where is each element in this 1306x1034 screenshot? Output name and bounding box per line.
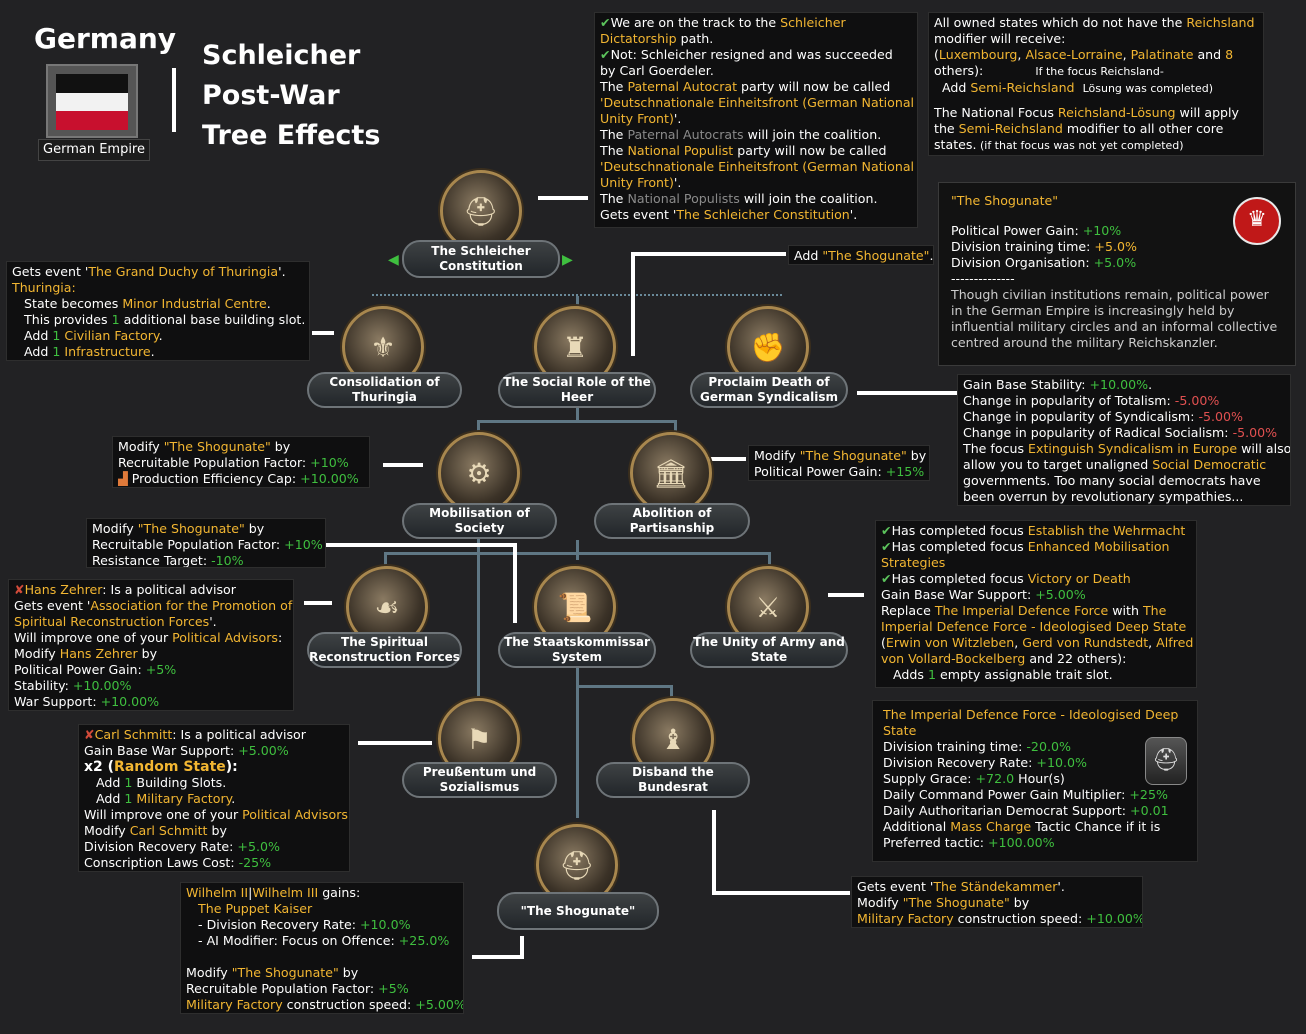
focus-abolition-of-partisanship[interactable]: Abolition of Partisanship — [594, 503, 750, 539]
connector — [383, 463, 423, 467]
cross-icon: ✘ — [14, 582, 25, 597]
focus-spiritual-reconstruction[interactable]: The Spiritual Reconstruction Forces — [307, 632, 462, 668]
tooltip-hans-zehrer: ✘Hans Zehrer: Is a political advisor Get… — [8, 579, 294, 711]
tooltip-bundesrat: Gets event 'The Ständekammer'. Modify "T… — [851, 876, 1143, 928]
flag-caption: German Empire — [38, 139, 150, 161]
check-icon: ✔ — [600, 15, 611, 30]
tooltip-staatskommissar: Modify "The Shogunate" by Recruitable Po… — [86, 518, 326, 568]
tree-line — [576, 668, 579, 818]
tooltip-puppet-kaiser: Wilhelm II|Wilhelm III gains: The Puppet… — [180, 882, 464, 1014]
connector — [513, 543, 517, 623]
connector — [828, 593, 864, 597]
tree-line — [477, 536, 480, 700]
focus-social-role-of-heer[interactable]: The Social Role of the Heer — [498, 372, 656, 408]
tooltip-syndicalism: Gain Base Stability: +10.00%. Change in … — [957, 374, 1291, 506]
connector — [538, 196, 588, 200]
focus-consolidation-of-thuringia[interactable]: Consolidation of Thuringia — [307, 372, 462, 408]
tree-line — [576, 685, 673, 688]
helmet-trait-icon: ⛑ — [1145, 737, 1187, 785]
production-icon: ▟ — [118, 471, 128, 486]
connector — [631, 252, 786, 256]
tooltip-partisanship: Modify "The Shogunate" by Political Powe… — [748, 445, 930, 481]
tooltip-add-shogunate: Add "The Shogunate". — [788, 245, 934, 265]
tooltip-thuringia: Gets event 'The Grand Duchy of Thuringia… — [6, 261, 310, 361]
connector — [358, 741, 432, 745]
tooltip-schleicher-constitution: ✔We are on the track to the Schleicher D… — [594, 12, 918, 228]
tooltip-carl-schmitt: ✘Carl Schmitt: Is a political advisor Ga… — [78, 724, 350, 872]
country-name: Germany — [34, 22, 176, 55]
connector — [712, 891, 850, 895]
tooltip-mobilisation: Modify "The Shogunate" by Recruitable Po… — [112, 436, 370, 488]
tooltip-deep-state: The Imperial Defence Force - Ideologised… — [872, 700, 1198, 862]
tooltip-unity-army-state: ✔Has completed focus Establish the Wehrm… — [875, 520, 1197, 688]
cross-icon: ✘ — [84, 727, 95, 742]
workers-gear-icon[interactable]: ⚙ — [438, 432, 520, 514]
divider — [172, 68, 176, 132]
focus-proclaim-death-syndicalism[interactable]: Proclaim Death of German Syndicalism — [690, 372, 848, 408]
connector — [312, 331, 334, 335]
parliament-icon[interactable]: 🏛 — [630, 432, 712, 514]
check-icon: ✔ — [881, 539, 892, 554]
connector — [857, 391, 957, 395]
connector — [304, 601, 332, 605]
connector — [472, 955, 524, 959]
arrow-left-icon: ◀ — [388, 252, 399, 268]
focus-schleicher-constitution[interactable]: The Schleicher Constitution — [402, 240, 560, 278]
check-icon: ✔ — [600, 47, 611, 62]
connector — [326, 543, 516, 547]
focus-unity-of-army-and-state[interactable]: The Unity of Army and State — [690, 632, 848, 668]
focus-preussentum-und-sozialismus[interactable]: Preußentum und Sozialismus — [402, 762, 557, 798]
page-title-line-3: Tree Effects — [202, 120, 380, 151]
page-title-line-1: Schleicher — [202, 40, 360, 71]
connector — [706, 457, 746, 461]
tooltip-shogunate-spirit: "The Shogunate" Political Power Gain: +1… — [938, 182, 1296, 366]
page-title-line-2: Post-War — [202, 80, 340, 111]
tooltip-reichsland: All owned states which do not have the R… — [928, 12, 1264, 156]
flag — [46, 64, 138, 138]
tree-line — [576, 540, 579, 560]
check-icon: ✔ — [881, 523, 892, 538]
arrow-right-icon: ▶ — [562, 252, 573, 268]
focus-the-shogunate[interactable]: "The Shogunate" — [497, 892, 659, 930]
eagle-seal-icon: ♛ — [1233, 197, 1281, 245]
focus-staatskommissar-system[interactable]: The Staatskommissar System — [498, 632, 656, 668]
focus-disband-bundesrat[interactable]: Disband the Bundesrat — [596, 762, 750, 798]
connector — [712, 810, 716, 894]
check-icon: ✔ — [881, 571, 892, 586]
focus-mobilisation-of-society[interactable]: Mobilisation of Society — [402, 503, 557, 539]
connector — [631, 252, 635, 356]
